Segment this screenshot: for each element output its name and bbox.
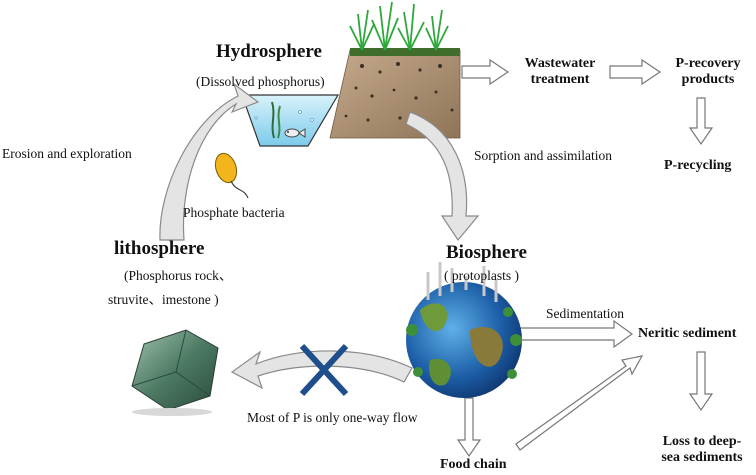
fish-icon bbox=[284, 128, 306, 138]
rock-icon bbox=[131, 329, 219, 416]
arrow-biosphere-to-lithosphere bbox=[230, 350, 413, 390]
hydrosphere-title: Hydrosphere bbox=[216, 41, 322, 62]
arrow-to-sedimentation bbox=[519, 319, 634, 349]
sorption-label: Sorption and assimilation bbox=[474, 148, 612, 163]
soil-block-icon bbox=[329, 1, 461, 139]
sedimentation-label: Sedimentation bbox=[546, 306, 624, 321]
recycling-label: P-recycling bbox=[664, 158, 732, 173]
arrow-to-recovery bbox=[609, 58, 662, 86]
deep-sea-line-1: Loss to deep- bbox=[662, 434, 742, 449]
lithosphere-title: lithosphere bbox=[114, 238, 205, 259]
earth-icon bbox=[406, 262, 522, 398]
water-basin-icon bbox=[241, 94, 340, 147]
cross-icon bbox=[299, 343, 349, 397]
hydrosphere-subtitle: (Dissolved phosphorus) bbox=[196, 74, 325, 89]
arrow-to-wastewater bbox=[461, 58, 510, 86]
bacteria-label: Phosphate bacteria bbox=[183, 205, 285, 220]
wastewater-line-2: treatment bbox=[530, 72, 590, 88]
arrow-hydrosphere-to-biosphere bbox=[405, 111, 480, 242]
recovery-label: P-recovery products bbox=[664, 56, 752, 88]
wastewater-line-1: Wastewater bbox=[524, 56, 596, 71]
arrow-to-recycling bbox=[688, 97, 714, 146]
neritic-label: Neritic sediment bbox=[638, 326, 737, 341]
arrow-lithosphere-to-hydrosphere bbox=[159, 82, 260, 241]
biosphere-title: Biosphere bbox=[446, 242, 527, 263]
plants-icon bbox=[349, 1, 449, 51]
erosion-label: Erosion and exploration bbox=[2, 146, 132, 161]
arrow-to-food-chain bbox=[456, 397, 482, 458]
deep-sea-line-2: sea sediments bbox=[661, 450, 743, 466]
lithosphere-subtitle-2: struvite、imestone ) bbox=[108, 292, 219, 307]
recovery-line-2: products bbox=[681, 72, 735, 88]
deep-sea-label: Loss to deep- sea sediments bbox=[650, 434, 754, 466]
arrow-to-deep-sea bbox=[688, 351, 714, 412]
one-way-flow-label: Most of P is only one-way flow bbox=[247, 410, 418, 425]
recovery-line-1: P-recovery bbox=[675, 56, 741, 71]
bacteria-icon bbox=[214, 152, 249, 199]
biosphere-subtitle: ( protoplasts ) bbox=[444, 268, 519, 283]
food-chain-label: Food chain bbox=[440, 457, 507, 472]
arrow-food-chain-to-neritic bbox=[515, 355, 644, 451]
wastewater-label: Wastewater treatment bbox=[510, 56, 610, 88]
lithosphere-subtitle-1: (Phosphorus rock、 bbox=[124, 268, 233, 283]
